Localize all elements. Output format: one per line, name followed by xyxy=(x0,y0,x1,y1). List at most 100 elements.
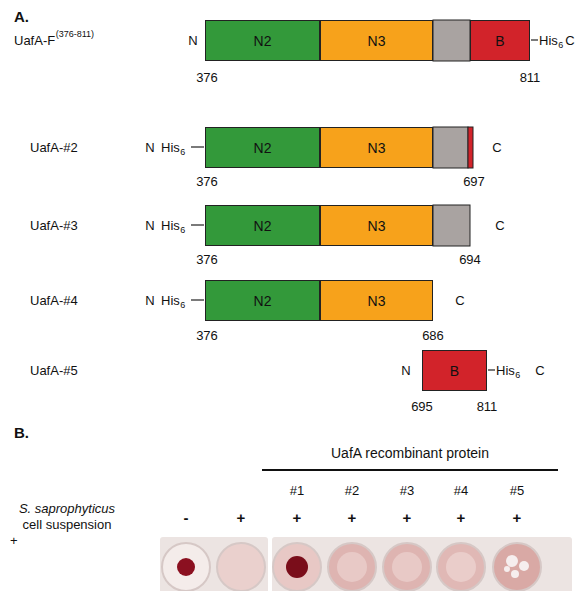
domain-box: N3 xyxy=(320,20,433,61)
domain-box: B xyxy=(422,350,487,391)
figure-label: His xyxy=(161,219,180,232)
figure-label: UafA-F xyxy=(14,34,55,47)
well-center xyxy=(392,552,422,582)
tag-dash xyxy=(191,146,204,147)
figure-label: C xyxy=(495,219,504,232)
clear-patch xyxy=(506,555,518,567)
figure-label: UafA-#4 xyxy=(30,294,78,307)
figure-label: 376 xyxy=(196,329,218,342)
figure-label: cell suspension xyxy=(23,518,112,531)
b-fragment xyxy=(468,127,473,168)
well xyxy=(328,543,376,591)
well xyxy=(383,543,431,591)
figure-label: A. xyxy=(14,9,29,24)
figure-label: 376 xyxy=(196,253,218,266)
linker-segment xyxy=(433,20,470,61)
figure-label: His xyxy=(161,141,180,154)
figure-label: UafA-#5 xyxy=(30,364,78,377)
figure-label: His xyxy=(496,364,515,377)
figure-label: 697 xyxy=(463,175,485,188)
figure-label: 694 xyxy=(459,253,481,266)
figure-label: + xyxy=(237,510,246,525)
extra-segments xyxy=(433,20,473,246)
figure-label: C xyxy=(565,34,574,47)
well-center xyxy=(337,552,367,582)
tag-dash xyxy=(191,299,204,300)
domain-name: N2 xyxy=(254,293,272,309)
figure-label: UafA-#3 xyxy=(30,219,78,232)
well-photo xyxy=(160,537,572,591)
rbc-button xyxy=(177,558,195,576)
figure-label: (376-811) xyxy=(56,30,94,39)
figure-label: + xyxy=(293,510,302,525)
well xyxy=(217,543,265,591)
figure-label: + xyxy=(348,510,357,525)
well xyxy=(437,543,485,591)
figure-label: S. saprophyticus xyxy=(19,502,115,515)
figure-label: #4 xyxy=(454,484,468,497)
figure-label: B. xyxy=(14,425,29,440)
domain-name: B xyxy=(495,33,504,49)
well xyxy=(273,543,321,591)
figure-label: N xyxy=(188,34,197,47)
figure-label: + xyxy=(457,510,466,525)
figure-label: 6 xyxy=(180,226,185,235)
domain-name: N2 xyxy=(254,33,272,49)
figure-label: UafA-#2 xyxy=(30,141,78,154)
tag-dash xyxy=(488,369,495,370)
figure-label: 6 xyxy=(515,371,520,380)
figure-label: His xyxy=(161,294,180,307)
clear-patch xyxy=(504,566,510,572)
tag-dash xyxy=(531,39,538,40)
domain-box: N3 xyxy=(320,280,433,321)
figure-label: 695 xyxy=(411,400,433,413)
domain-name: N3 xyxy=(368,218,386,234)
clear-patch xyxy=(511,570,519,578)
domain-name: N3 xyxy=(368,140,386,156)
figure-label: 811 xyxy=(477,400,498,413)
well-center xyxy=(446,552,476,582)
figure-label: C xyxy=(535,364,544,377)
figure-label: #1 xyxy=(290,484,304,497)
figure-label: 6 xyxy=(180,148,185,157)
well xyxy=(162,543,210,591)
figure-label: 376 xyxy=(196,175,218,188)
tag-dash xyxy=(191,224,204,225)
domain-box: B xyxy=(470,20,530,61)
clear-patch xyxy=(519,561,529,571)
plate-strip xyxy=(272,537,572,591)
figure-label: #3 xyxy=(400,484,414,497)
figure-label: 376 xyxy=(196,71,218,84)
figure-label: 686 xyxy=(422,329,444,342)
domain-box: N2 xyxy=(205,280,320,321)
figure-label: 811 xyxy=(520,71,541,84)
domain-box: N3 xyxy=(320,205,433,246)
figure-label: UafA recombinant protein xyxy=(331,446,489,460)
plate-strip xyxy=(160,537,268,591)
figure-label: + xyxy=(513,510,522,525)
domain-name: N3 xyxy=(368,33,386,49)
figure-label: 6 xyxy=(558,41,563,50)
domain-box: N2 xyxy=(205,205,320,246)
figure-label: + xyxy=(403,510,412,525)
figure-label: N xyxy=(145,141,154,154)
domain-box: N3 xyxy=(320,127,433,168)
figure-label: N xyxy=(401,364,410,377)
figure-label: C xyxy=(492,141,501,154)
figure-label: #5 xyxy=(510,484,524,497)
linker-segment xyxy=(433,127,468,168)
domain-box: N2 xyxy=(205,127,320,168)
domain-name: B xyxy=(450,363,459,379)
domain-name: N2 xyxy=(254,218,272,234)
figure-label: #2 xyxy=(345,484,359,497)
well xyxy=(493,543,541,591)
figure-label: C xyxy=(455,294,464,307)
figure-label: N xyxy=(145,294,154,307)
figure-label: + xyxy=(10,534,18,547)
header-rule xyxy=(262,469,558,471)
linker-segment xyxy=(433,205,470,246)
figure-label: 6 xyxy=(180,301,185,310)
figure-label: N xyxy=(145,219,154,232)
domain-name: N2 xyxy=(254,140,272,156)
